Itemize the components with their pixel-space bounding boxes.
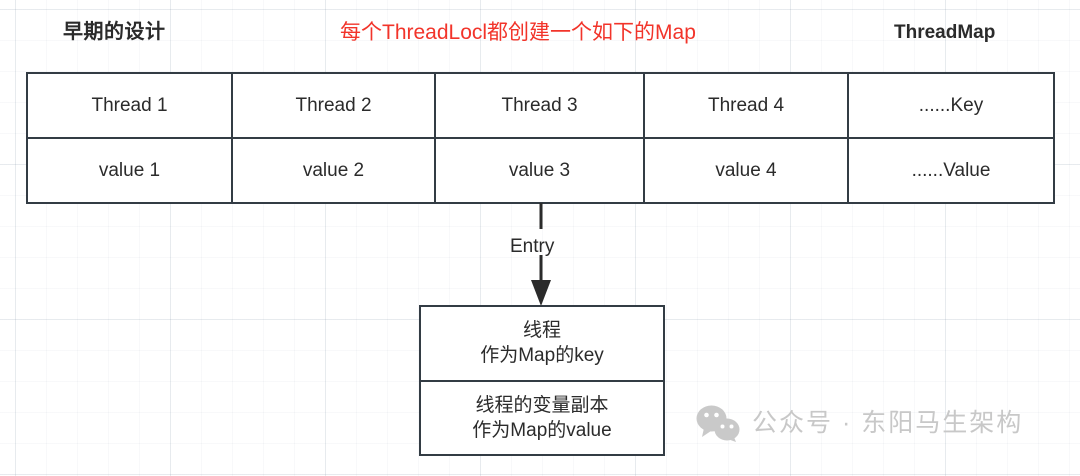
- entry-detail-box: 线程 作为Map的key 线程的变量副本 作为Map的value: [419, 305, 665, 456]
- entry-key-cell: 线程 作为Map的key: [421, 307, 663, 382]
- table-cell-key-2: Thread 3: [436, 74, 645, 137]
- header-annotation-red: 每个ThreadLocl都创建一个如下的Map: [340, 21, 696, 44]
- header-early-design: 早期的设计: [63, 21, 166, 43]
- entry-key-line1: 线程: [522, 320, 561, 342]
- wechat-icon: [696, 405, 740, 442]
- table-cell-value-1: value 2: [233, 139, 436, 202]
- table-cell-key-3: Thread 4: [645, 74, 849, 137]
- entry-key-line2: 作为Map的key: [480, 345, 604, 367]
- watermark: 公众号 · 东阳马生架构: [696, 404, 1023, 442]
- entry-value-line1: 线程的变量副本: [475, 394, 609, 416]
- table-cell-key-0: Thread 1: [28, 74, 233, 137]
- threadmap-table: Thread 1 Thread 2 Thread 3 Thread 4 ....…: [26, 72, 1055, 204]
- table-cell-value-3: value 4: [645, 139, 849, 202]
- table-row-values: value 1 value 2 value 3 value 4 ......Va…: [28, 139, 1053, 202]
- entry-connector-label: Entry: [510, 236, 555, 257]
- entry-arrow-icon: [531, 203, 551, 306]
- entry-value-line2: 作为Map的value: [472, 419, 612, 441]
- table-cell-value-4: ......Value: [911, 159, 991, 181]
- table-cell-key-1: Thread 2: [233, 74, 436, 137]
- table-cell-value-2: value 3: [436, 139, 645, 202]
- watermark-text: 公众号 · 东阳马生架构: [752, 408, 1024, 437]
- header-threadmap: ThreadMap: [894, 22, 996, 43]
- entry-value-cell: 线程的变量副本 作为Map的value: [421, 382, 663, 455]
- table-cell-key-4: ......Key: [918, 94, 984, 116]
- table-row-keys: Thread 1 Thread 2 Thread 3 Thread 4 ....…: [28, 74, 1053, 139]
- table-cell-value-0: value 1: [28, 139, 233, 202]
